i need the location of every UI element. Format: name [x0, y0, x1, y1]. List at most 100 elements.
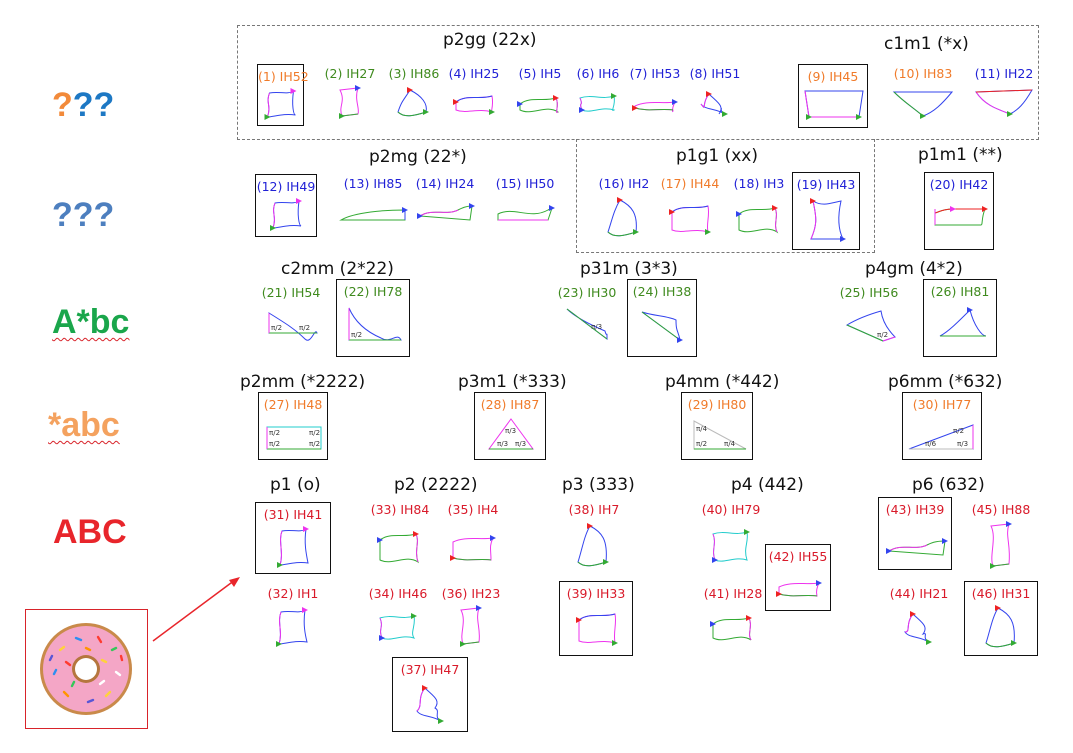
tiling-cell-label: (3) IH86	[388, 66, 440, 81]
tiling-cell-label: (22) IH78	[343, 284, 403, 299]
tile-shape	[632, 99, 678, 113]
tiling-cell: (6) IH6	[568, 64, 628, 126]
group-title-p6: p6 (632)	[912, 475, 985, 495]
tiling-cell: (43) IH39	[878, 497, 952, 570]
tiling-cell-label: (38) IH7	[568, 502, 620, 517]
tiling-cell: (19) IH43	[792, 172, 860, 250]
group-title-p2gg: p2gg (22x)	[443, 30, 537, 50]
angle-label: π/2	[271, 324, 282, 332]
angle-label: π/4	[724, 440, 736, 448]
tiling-cell: (38) IH7	[564, 500, 624, 576]
group-title-p1m1: p1m1 (**)	[918, 145, 1003, 165]
tile-shape	[886, 538, 948, 556]
group-title-p1: p1 (o)	[270, 475, 321, 495]
tiling-cell: (17) IH44	[658, 174, 722, 246]
angle-label: π/2	[877, 331, 888, 339]
tiling-cell: (2) IH27	[320, 64, 380, 126]
angle-label: π/3	[497, 440, 508, 448]
tile-shape	[577, 523, 609, 567]
tiling-cell-label: (15) IH50	[495, 176, 555, 191]
angle-label: π/2	[696, 440, 707, 448]
tiling-cell: (25) IH56 π/2	[835, 283, 903, 355]
tile-shape	[712, 529, 750, 563]
tile-shape	[417, 203, 475, 221]
tiling-cell-label: (8) IH51	[689, 66, 741, 81]
group-title-p1g1: p1g1 (xx)	[676, 146, 759, 166]
row-label-orange-part: ?	[52, 86, 73, 124]
tiling-cell: (31) IH41	[255, 502, 331, 574]
tiling-cell-label: (16) IH2	[598, 176, 650, 191]
tiling-cell: (13) IH85	[335, 174, 411, 236]
tiling-cell-label: (25) IH56	[839, 285, 899, 300]
tiling-cell: (16) IH2	[593, 174, 655, 246]
tiling-cell-label: (32) IH1	[267, 586, 319, 601]
tiling-cell-label: (43) IH39	[885, 502, 945, 517]
tile-shape	[939, 307, 987, 337]
tile-shape: π/3	[566, 308, 608, 341]
tiling-cell: (20) IH42	[924, 172, 994, 250]
angle-label: π/6	[925, 440, 937, 448]
row-label-orange-blue: ???	[52, 88, 114, 122]
tiling-cell: (45) IH88	[966, 500, 1036, 576]
tile-shape	[975, 89, 1033, 117]
tile-shape	[904, 611, 932, 645]
tiling-cell: (9) IH45	[798, 64, 868, 128]
tiling-cell-label: (33) IH84	[370, 502, 430, 517]
tiling-cell-label: (23) IH30	[557, 285, 617, 300]
tile-shape	[700, 91, 728, 117]
dashed-region-p1g1	[576, 139, 875, 253]
tiling-cell-label: (13) IH85	[343, 176, 403, 191]
tiling-cell: (8) IH51	[685, 64, 745, 126]
group-title-p4: p4 (442)	[731, 475, 804, 495]
tiling-cell-label: (46) IH31	[971, 586, 1031, 601]
tiling-cell-label: (10) IH83	[893, 66, 953, 81]
tile-shape	[776, 580, 822, 597]
tiling-cell: (5) IH5	[510, 64, 570, 126]
tiling-cell-label: (27) IH48	[263, 397, 323, 412]
angle-label: π/4	[696, 425, 708, 433]
tile-shape	[804, 90, 864, 120]
angle-label: π/2	[299, 324, 310, 332]
tiling-cell-label: (30) IH77	[912, 397, 972, 412]
donut-image	[40, 623, 132, 715]
tile-shape	[460, 605, 482, 647]
tiling-cell: (12) IH49	[255, 174, 317, 237]
group-title-p2: p2 (2222)	[394, 475, 478, 495]
tiling-cell-label: (42) IH55	[768, 549, 828, 564]
tile-shape	[990, 521, 1012, 569]
tiling-cell: (36) IH23	[438, 584, 504, 654]
tiling-cell-label: (44) IH21	[889, 586, 949, 601]
tiling-cell: (14) IH24	[410, 174, 480, 236]
row-label-blue: ???	[52, 196, 115, 234]
tiling-cell-label: (14) IH24	[415, 176, 475, 191]
tiling-cell-label: (9) IH45	[807, 69, 859, 84]
tile-shape	[517, 95, 559, 113]
tiling-cell: (1) IH52	[257, 64, 309, 126]
tile-shape	[710, 615, 752, 641]
tiling-cell-label: (21) IH54	[261, 285, 321, 300]
tiling-cell-label: (45) IH88	[971, 502, 1031, 517]
group-title-p4mm: p4mm (*442)	[665, 372, 780, 392]
tiling-cell-label: (17) IH44	[660, 176, 720, 191]
tiling-cell: (3) IH86	[384, 64, 444, 126]
tile-shape	[576, 613, 618, 646]
tile-shape	[453, 95, 495, 115]
tiling-cell: (7) IH53	[625, 64, 685, 126]
tiling-cell: (11) IH22	[970, 64, 1038, 126]
tile-shape	[736, 205, 779, 234]
tiling-cell: (35) IH4	[444, 500, 502, 576]
tiling-cell: (41) IH28	[700, 584, 766, 654]
tiling-cell-label: (29) IH80	[687, 397, 747, 412]
tile-shape	[379, 613, 417, 641]
tiling-cell-label: (20) IH42	[929, 177, 989, 192]
tiling-cell-label: (5) IH5	[518, 66, 562, 81]
tile-shape	[277, 526, 309, 568]
tiling-cell-label: (19) IH43	[796, 177, 856, 192]
tiling-cell-label: (1) IH52	[258, 69, 309, 84]
group-title-c2mm: c2mm (2*22)	[281, 259, 394, 279]
tile-shape: π/2 π/2	[268, 312, 318, 341]
tile-shape	[810, 198, 846, 242]
tiling-cell: (4) IH25	[444, 64, 504, 126]
